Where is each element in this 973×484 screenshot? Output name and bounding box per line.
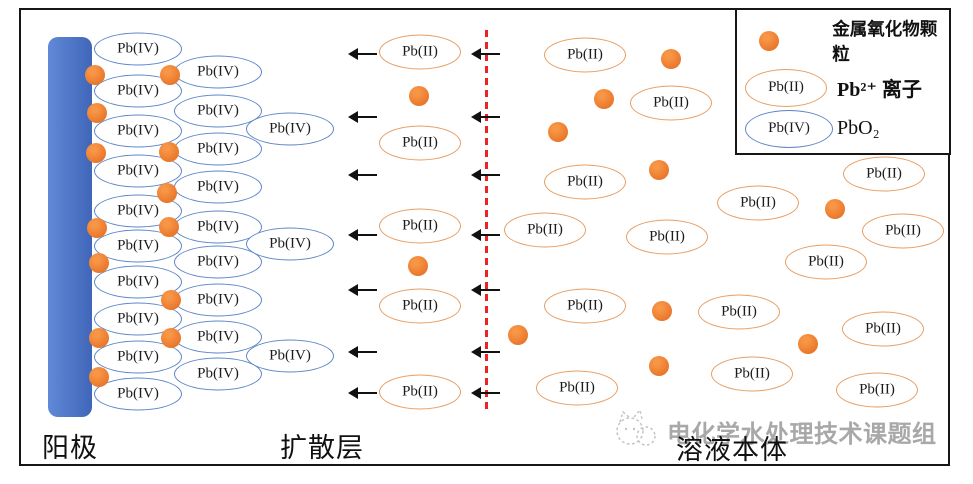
bulk-solution-label: 溶液本体 bbox=[676, 435, 788, 465]
legend-box: 金属氧化物颗粒 Pb(II) Pb²⁺ 离子 Pb(IV) PbO₂ bbox=[735, 8, 951, 155]
legend-label-pbiv: PbO₂ bbox=[837, 117, 880, 139]
diffusion-layer-label: 扩散层 bbox=[280, 433, 364, 463]
legend-row-oxide: 金属氧化物颗粒 bbox=[737, 16, 949, 66]
pbiv-symbol-icon: Pb(IV) bbox=[745, 109, 833, 148]
legend-row-pbiv: Pb(IV) PbO₂ bbox=[737, 109, 949, 148]
watermark-text: 电化学水处理技术课题组 bbox=[667, 422, 937, 448]
legend-label-oxide: 金属氧化物颗粒 bbox=[832, 18, 938, 64]
pbii-symbol-icon: Pb(II) bbox=[745, 68, 827, 107]
anode-bar bbox=[48, 37, 92, 417]
watermark-cat-icon bbox=[612, 408, 660, 455]
anode-label: 阳极 bbox=[42, 433, 98, 463]
legend-row-pbii: Pb(II) Pb²⁺ 离子 bbox=[737, 68, 949, 107]
diffusion-boundary-line bbox=[485, 30, 488, 411]
legend-label-pbii: Pb²⁺ 离子 bbox=[837, 79, 922, 101]
metal-oxide-particle-icon bbox=[759, 30, 779, 51]
